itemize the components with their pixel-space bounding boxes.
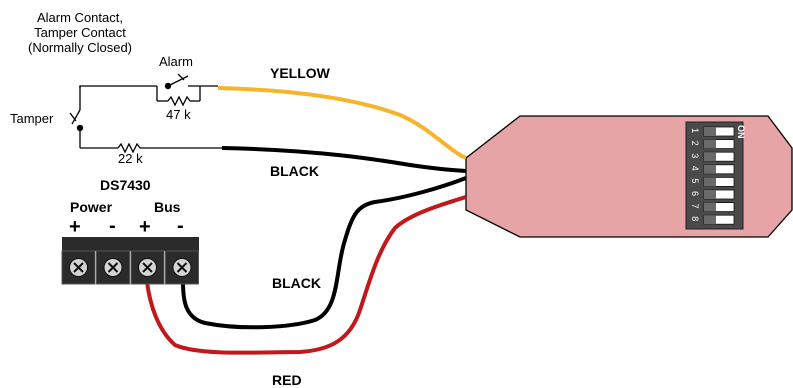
yellow-wire [217,86,467,160]
dip-switch-body [685,121,744,230]
bus-label: Bus [154,199,181,215]
black-wire-top [221,146,467,173]
contact-title-line3: (Normally Closed) [28,40,132,55]
bus-plus-label: + [139,216,151,238]
dip-switch-lever-1 [704,127,716,136]
resistor-47k [167,95,191,107]
module: ON 1 2 3 4 5 6 7 8 [465,115,793,238]
dip-switch-lever-2 [704,139,716,149]
terminal-block-top [62,237,199,251]
dip-switch-lever-3 [704,152,716,162]
tamper-switch-arm [71,109,81,125]
power-plus-terminal [61,250,96,285]
power-minus-terminal [96,250,130,285]
dip-number-4: 4 [690,166,700,171]
resistor-22k [117,142,141,154]
bus-plus-terminal [130,250,165,285]
tamper-contact-dot [76,124,84,132]
power-minus-label: - [109,215,116,237]
black-wire-bottom [181,176,467,330]
bus-minus-terminal [165,250,199,285]
dip-number-8: 8 [690,216,700,221]
dip-number-1: 1 [690,128,700,133]
resistor-22k-label: 22 k [118,151,143,166]
alarm-contact-dot [164,82,172,90]
bus-minus-label: - [177,215,184,237]
contact-title-line1: Alarm Contact, [37,10,123,25]
device-label: DS7430 [100,177,151,193]
dip-number-5: 5 [690,178,700,183]
red-wire [145,195,467,355]
alarm-label: Alarm [159,54,193,69]
power-label: Power [70,199,113,215]
dip-switch-lever-4 [704,164,716,174]
black-bottom-label: BLACK [272,275,321,291]
power-plus-label: + [69,216,81,238]
dip-number-7: 7 [690,204,700,209]
alarm-switch-tip [177,73,185,81]
loop-top-wire [79,85,157,88]
dip-on-label: ON [736,125,746,139]
dip-switch-lever-8 [704,215,716,225]
alarm-switch-arm [167,75,189,87]
dip-number-6: 6 [690,191,700,196]
terminal-block [61,237,199,285]
red-label: RED [272,372,302,388]
resistor-47k-label: 47 k [166,107,191,122]
dip-number-3: 3 [690,153,700,158]
dip-switch-lever-7 [704,202,716,212]
dip-switch-lever-5 [704,177,716,187]
yellow-label: YELLOW [270,65,331,81]
dip-switch-lever-6 [704,190,716,199]
contact-circuit [69,73,222,154]
contact-title-line2: Tamper Contact [34,25,126,40]
black-top-label: BLACK [270,163,319,179]
tamper-label: Tamper [10,111,54,126]
dip-switch-levers [703,126,735,225]
tamper-switch-tip [69,112,77,122]
dip-number-2: 2 [690,141,700,146]
